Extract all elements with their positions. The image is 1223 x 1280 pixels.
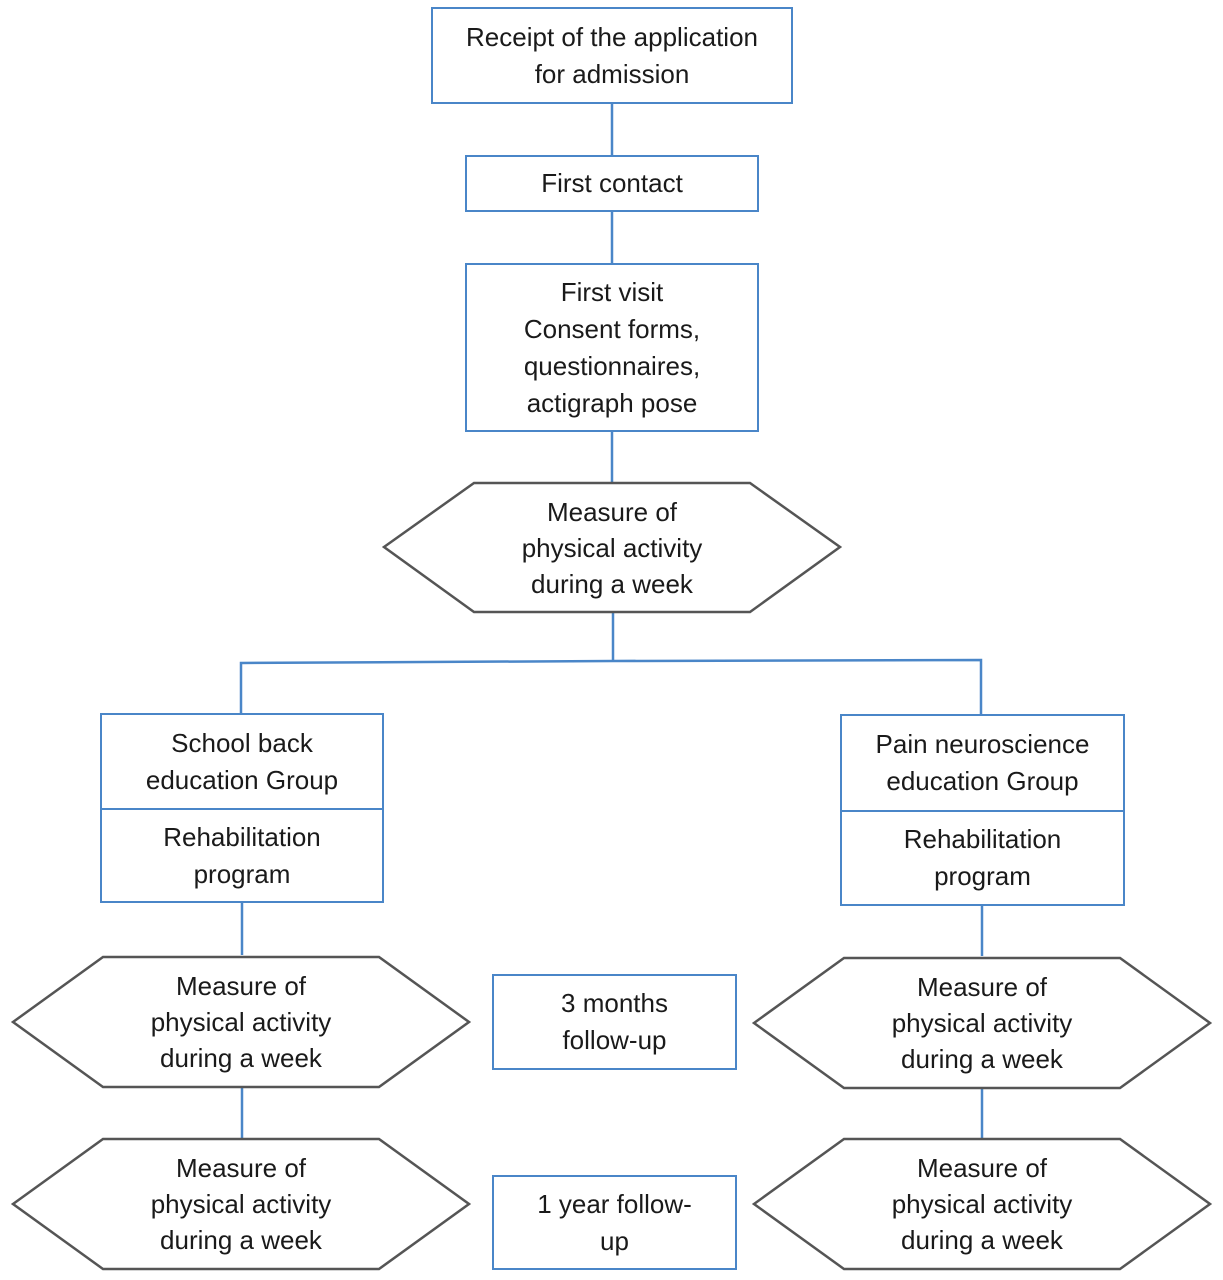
- first-contact-box: First contact: [465, 155, 759, 212]
- right-group-header: Pain neuroscience education Group: [842, 716, 1123, 812]
- followup-1y-box: 1 year follow- up: [492, 1175, 737, 1270]
- connector-branch-right: [612, 658, 983, 714]
- left-measure-1y-hexagon: Measure of physical activity during a we…: [11, 1137, 471, 1271]
- first-visit-box: First visit Consent forms, questionnaire…: [465, 263, 759, 432]
- left-measure-3m-label: Measure of physical activity during a we…: [150, 971, 332, 1073]
- hexagon-shape: [11, 955, 471, 1089]
- left-program-label: Rehabilitation program: [163, 821, 321, 889]
- left-program-section: Rehabilitation program: [102, 810, 382, 901]
- first-visit-label: First visit Consent forms, questionnaire…: [523, 276, 701, 418]
- followup-3m-label: 3 months follow-up: [561, 988, 668, 1055]
- left-measure-1y-label: Measure of physical activity during a we…: [150, 1153, 332, 1255]
- left-measure-3m-hexagon: Measure of physical activity during a we…: [11, 955, 471, 1089]
- measure-baseline-label: Measure of physical activity during a we…: [521, 496, 703, 599]
- first-contact-label: First contact: [541, 168, 683, 198]
- hexagon-shape: [11, 1137, 471, 1271]
- hexagon-shape: [752, 956, 1212, 1090]
- right-group-box: Pain neuroscience education Group Rehabi…: [840, 714, 1125, 906]
- right-measure-3m-label: Measure of physical activity during a we…: [891, 972, 1073, 1074]
- followup-1y-label: 1 year follow- up: [537, 1188, 692, 1256]
- connector-branch-left: [239, 659, 614, 714]
- hexagon-shape: [752, 1137, 1212, 1271]
- followup-3m-box: 3 months follow-up: [492, 974, 737, 1070]
- right-program-label: Rehabilitation program: [903, 824, 1062, 891]
- right-group-label: Pain neuroscience education Group: [875, 729, 1090, 796]
- right-program-section: Rehabilitation program: [842, 812, 1123, 904]
- right-measure-1y-hexagon: Measure of physical activity during a we…: [752, 1137, 1212, 1271]
- left-group-box: School back education Group Rehabilitati…: [100, 713, 384, 903]
- left-group-label: School back education Group: [145, 727, 339, 795]
- hexagon-shape: [382, 481, 842, 614]
- left-group-header: School back education Group: [102, 715, 382, 810]
- right-measure-1y-label: Measure of physical activity during a we…: [891, 1153, 1073, 1255]
- receipt-label: Receipt of the application for admission: [466, 21, 758, 89]
- receipt-box: Receipt of the application for admission: [431, 7, 793, 104]
- measure-baseline-hexagon: Measure of physical activity during a we…: [382, 481, 842, 614]
- right-measure-3m-hexagon: Measure of physical activity during a we…: [752, 956, 1212, 1090]
